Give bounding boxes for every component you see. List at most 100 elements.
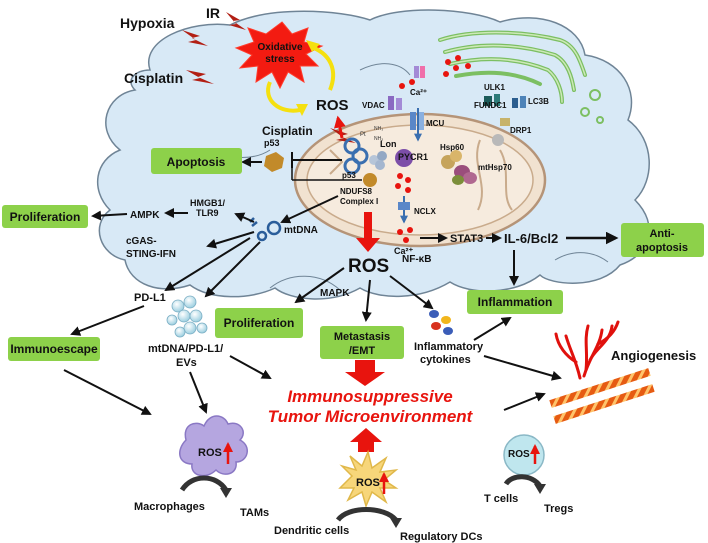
pdl1-to-immunoescape-arrow (70, 305, 145, 336)
metastasis-line2: /EMT (349, 345, 376, 357)
tme-line1: Immunosuppressive (287, 387, 452, 406)
mtdna-icon (249, 217, 282, 242)
ca-dots-top (399, 55, 471, 89)
complex1-label: Complex I (340, 197, 378, 206)
tme-to-angio-arrow (503, 392, 546, 411)
vdac-label: VDAC (362, 101, 385, 110)
ulk-tiny-proteins (414, 66, 425, 78)
regdc-label: Regulatory DCs (400, 531, 483, 543)
ca-dots-mid (395, 173, 411, 193)
ros-to-cytokines-arrow (389, 275, 434, 310)
cytokines-line2: cytokines (420, 354, 471, 366)
oxidative-stress-line1: Oxidative (257, 42, 302, 53)
tcells-label: T cells (484, 493, 518, 505)
ros-cycle-arrow (266, 81, 301, 113)
pycr1-label: PYCR1 (398, 152, 428, 162)
t-curve-arrow (503, 474, 543, 488)
ros-dc-label: ROS (356, 477, 380, 489)
er-stack-inner (439, 31, 586, 103)
cisplatin-mito-label: Cisplatin (262, 124, 313, 138)
cgas-line1: cGAS- (126, 236, 157, 247)
mac-curve-head (220, 488, 232, 498)
hmgb1-line1: HMGB1/ (190, 198, 226, 208)
dendritic-label: Dendritic cells (274, 525, 349, 537)
immunoescape-box: Immunoescape (8, 337, 100, 361)
proliferation-mid-label: Proliferation (224, 316, 295, 330)
mtdna-label: mtDNA (284, 225, 318, 236)
lon-label: Lon (380, 139, 397, 149)
pycr1-protein (369, 151, 387, 170)
mtdna-to-evs-arrow (204, 241, 261, 298)
p53-inner-label: p53 (342, 171, 356, 180)
proliferation-left-label: Proliferation (10, 210, 81, 224)
ros-t-label: ROS (508, 449, 530, 460)
p53-outer-protein (264, 152, 284, 172)
ulk1-label: ULK1 (484, 83, 505, 92)
t-curve-head (534, 484, 546, 494)
hsp60-label: Hsp60 (440, 143, 465, 152)
ampk-label: AMPK (130, 210, 160, 221)
evs-to-tams-arrow (189, 371, 208, 414)
cytokines-to-angio-arrow (483, 355, 562, 381)
tregs-label: Tregs (544, 503, 573, 515)
nclx-protein (398, 202, 410, 210)
ir-label: IR (206, 5, 220, 21)
nh3-label-b: NH₃ (374, 136, 383, 142)
evs-cluster (166, 295, 208, 338)
fundc1-label: FUNDC1 (474, 101, 507, 110)
ca-top-label: Ca²⁺ (410, 88, 427, 97)
stat3-label: STAT3 (450, 233, 483, 245)
dc-to-tme-arrow (350, 428, 382, 452)
metastasis-box: Metastasis /EMT (320, 326, 404, 359)
nh3-label-a: NH₃ (374, 126, 383, 132)
ros-to-prolif-arrow (294, 267, 345, 304)
cgas-line2: STING-IFN (126, 249, 176, 260)
p53-outer-label: p53 (264, 138, 280, 148)
lc3b-label: LC3B (528, 97, 549, 106)
ros-top-arrow (333, 115, 346, 139)
ros-cycle-head (296, 104, 308, 116)
mtdna-to-cgas-arrow (206, 231, 255, 249)
nfkb-label: NF-κB (402, 254, 431, 265)
ros-cycle-head-2 (306, 40, 320, 52)
vessel-sprouts (554, 320, 620, 380)
cell-fold-3 (554, 252, 609, 263)
ros-cycle-arrow-2 (313, 46, 336, 91)
pycr1-blob (395, 149, 413, 167)
mtdna-to-hmgb1-arrow (234, 212, 255, 223)
mthsp70-protein (452, 165, 477, 185)
drp1-label: DRP1 (510, 126, 532, 135)
metastasis-to-tme-arrow (345, 360, 385, 386)
ros-to-metastasis-arrow (361, 279, 372, 322)
mtdna-evs-line1: mtDNA/PD-L1/ (148, 343, 223, 355)
nclx-label: NCLX (414, 207, 436, 216)
pt-label: Pt (360, 132, 366, 138)
lightning-bolts (182, 12, 356, 143)
anti-apoptosis-line1: Anti- (649, 228, 674, 240)
dc-curve-arrow (335, 507, 398, 522)
hmgb1-line2: TLR9 (196, 208, 219, 218)
tme-line2: Tumor Microenvironment (268, 407, 474, 426)
pdl1-label: PD-L1 (134, 292, 166, 304)
mito-cristae (329, 139, 513, 211)
er-vesicles (580, 89, 604, 124)
ros-mac-label: ROS (198, 447, 222, 459)
cell-fold-2 (359, 63, 411, 76)
oxidative-stress-line2: stress (265, 54, 295, 65)
tams-label: TAMs (240, 507, 269, 519)
ca-bottom-label: Ca²⁺ (394, 246, 414, 256)
mcu-protein (410, 112, 424, 130)
p53-inner-protein (363, 173, 377, 187)
mito-receptors (484, 94, 526, 146)
cytokines-to-inflammation-arrow (473, 316, 512, 341)
macrophages-label: Macrophages (134, 501, 205, 513)
cell-fold-4 (269, 275, 341, 291)
mac-curve-arrow (179, 475, 229, 492)
cgas-to-pdl1-arrow (164, 237, 251, 292)
ampk-to-prolif-arrow (91, 210, 128, 221)
metastasis-line1: Metastasis (334, 331, 390, 343)
hypoxia-label: Hypoxia (120, 15, 175, 31)
apoptosis-box: Apoptosis (151, 148, 242, 174)
